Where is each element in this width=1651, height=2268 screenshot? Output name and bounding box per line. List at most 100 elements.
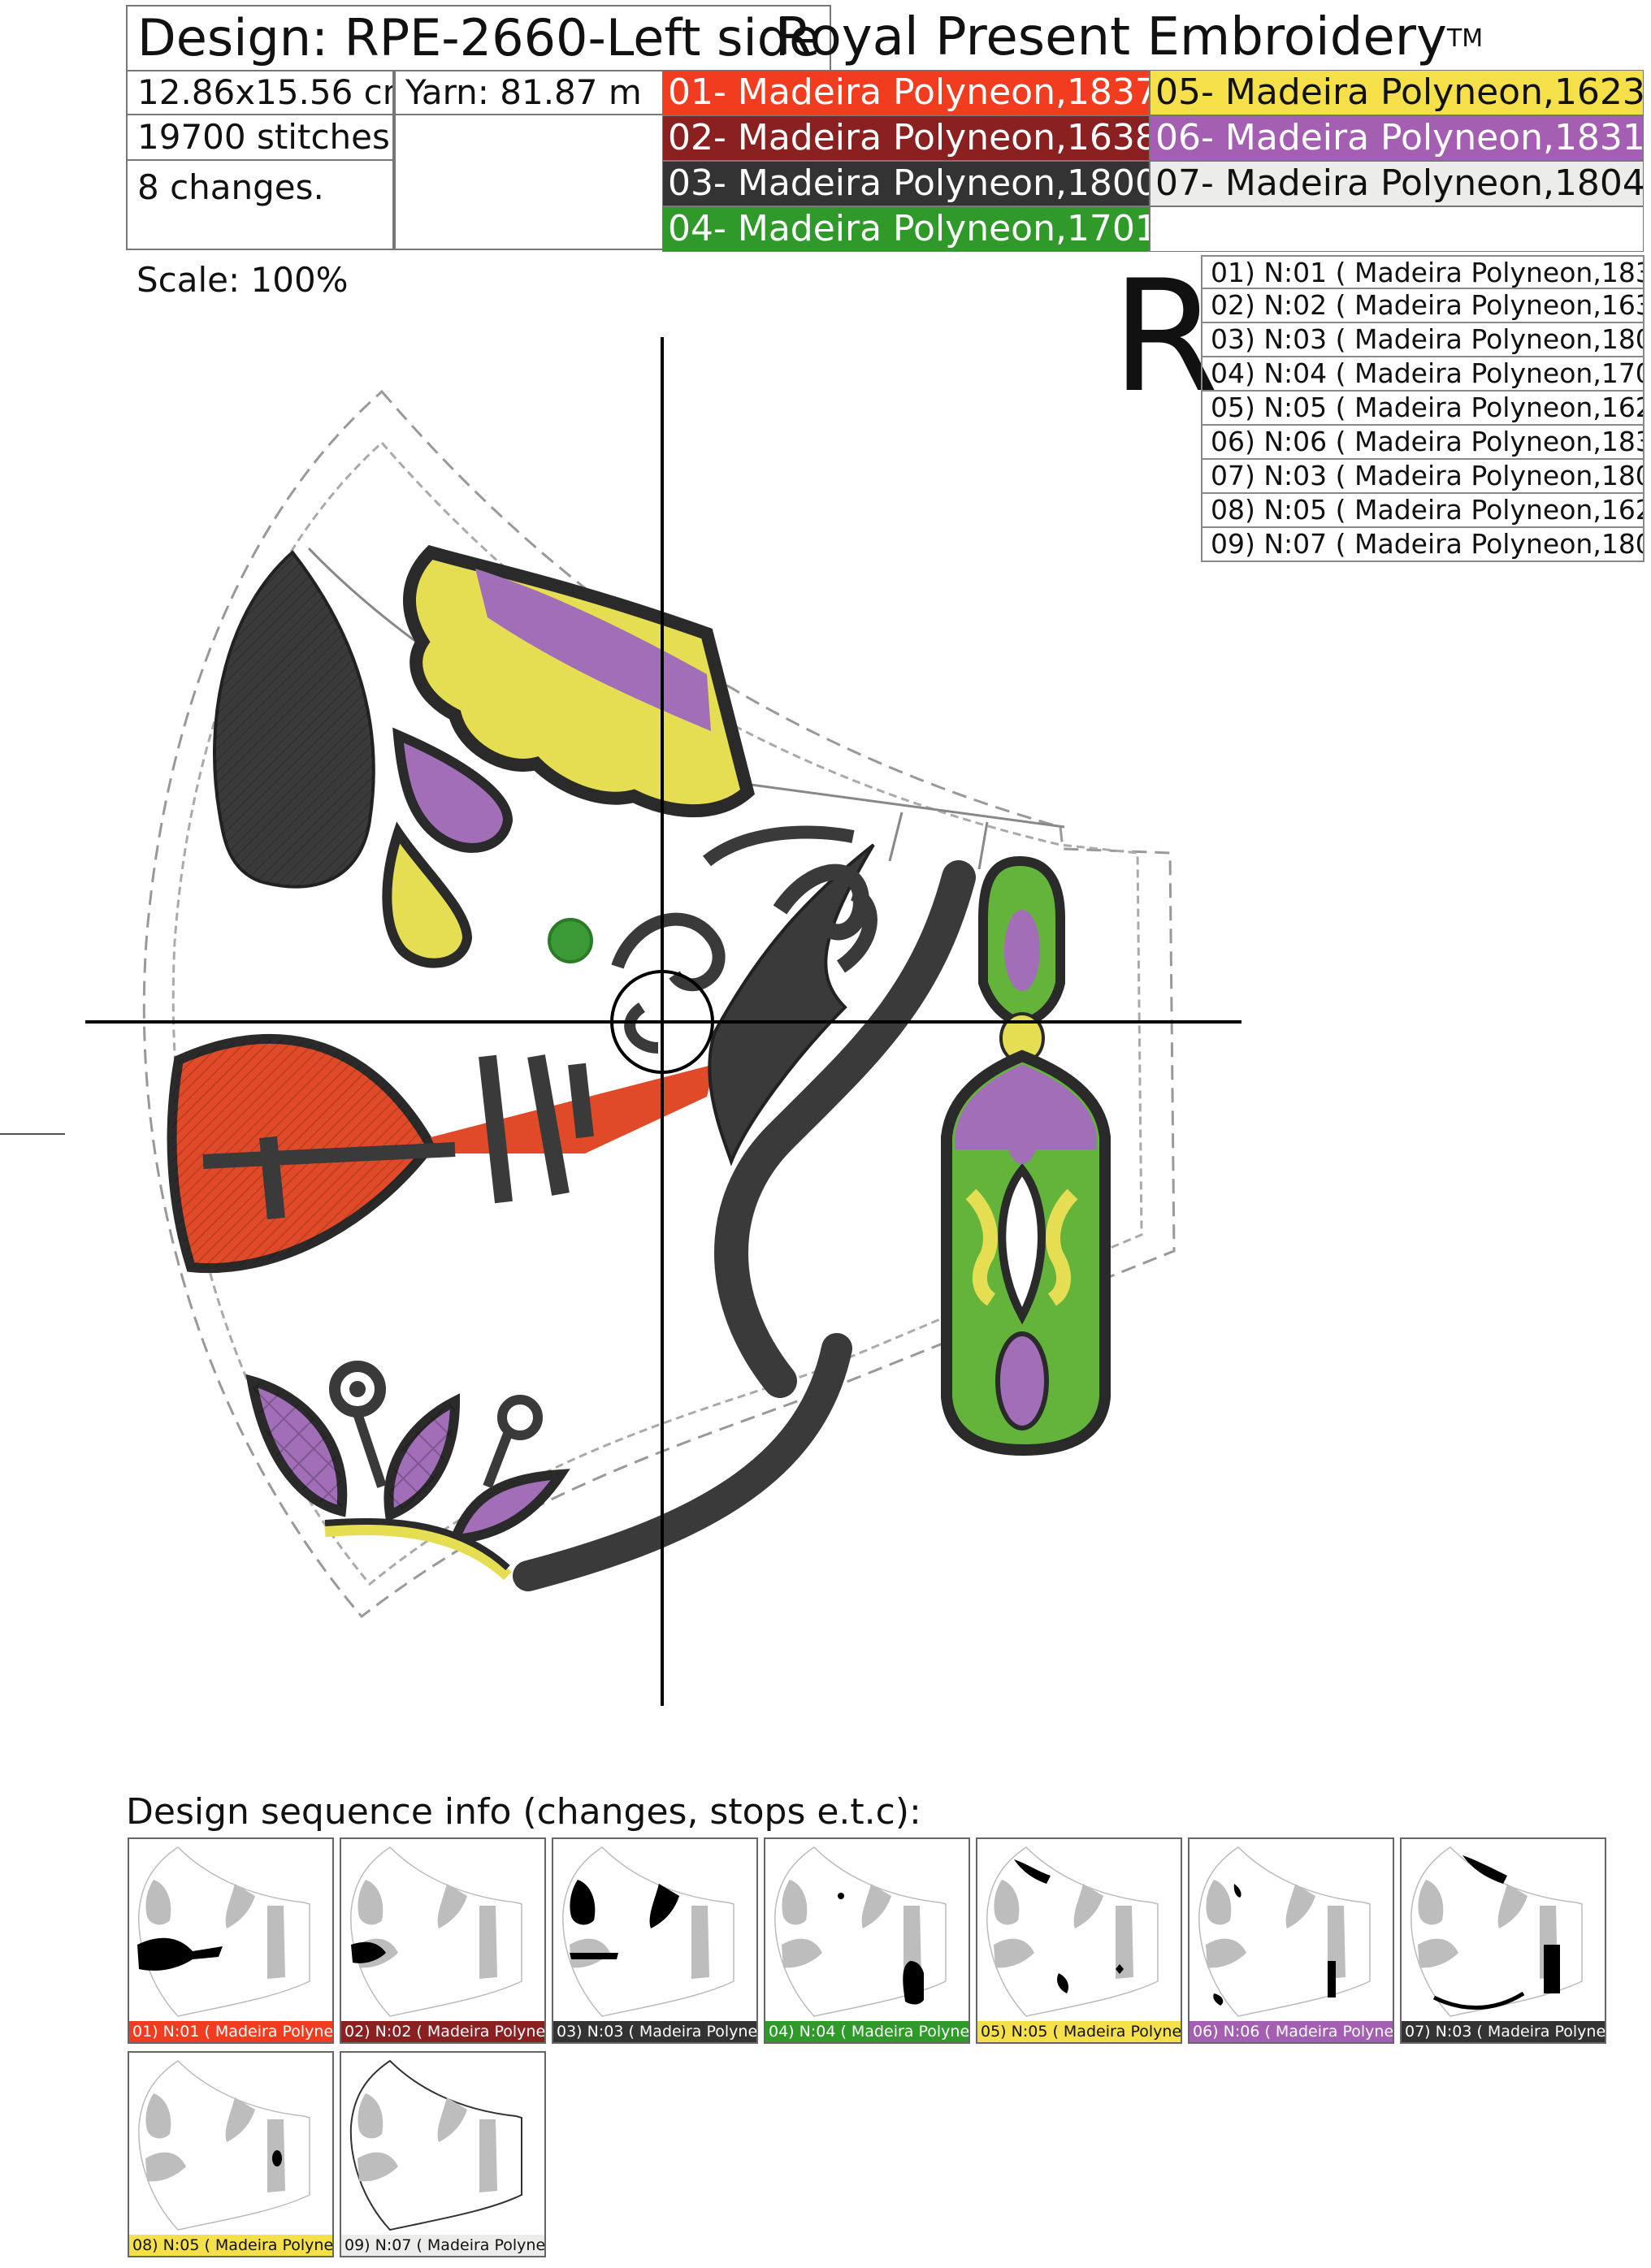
sequence-step-08: 08) N:05 ( Madeira Polyneon,1623) — [128, 2051, 334, 2257]
step-label: 04) N:04 ( Madeira Polyneon,1701) — [765, 2021, 968, 2042]
mask-silhouette — [138, 2060, 310, 2231]
step-highlight — [1432, 1991, 1525, 2010]
color-swatch-empty — [1150, 206, 1644, 252]
yarn-length: Yarn: 81.87 m — [394, 70, 670, 115]
sequence-step-06: 06) N:06 ( Madeira Polyneon,1831) — [1188, 1837, 1394, 2044]
design-element-silhouette — [437, 2097, 467, 2142]
design-element-silhouette — [358, 2152, 398, 2182]
color-changes-count: 8 changes. — [126, 161, 394, 250]
green-dot — [548, 918, 593, 963]
design-element-silhouette — [1285, 1884, 1315, 1928]
purple-band — [475, 569, 711, 731]
color-swatch-03: 03- Madeira Polyneon,1800 — [662, 161, 1150, 206]
dark-bottom-curve — [513, 1333, 852, 1591]
thread-row: 08) N:05 ( Madeira Polyneon,1623) — [1201, 494, 1644, 528]
purple-petal — [448, 1469, 570, 1545]
step-highlight — [1328, 1961, 1336, 1997]
design-element-silhouette — [861, 1884, 891, 1928]
step-preview — [349, 2059, 522, 2231]
sequence-title: Design sequence info (changes, stops e.t… — [126, 1791, 921, 1833]
color-swatch-06: 06- Madeira Polyneon,1831 — [1150, 115, 1644, 161]
design-info-table: Design: RPE-2660-Left side 12.86x15.56 c… — [126, 5, 1645, 252]
step-highlight — [1057, 1973, 1068, 1993]
step-preview — [350, 1846, 522, 2017]
purple-bead — [1004, 910, 1040, 991]
sequence-step-04: 04) N:04 ( Madeira Polyneon,1701) — [764, 1837, 970, 2044]
brand-title: Royal Present EmbroideryTM — [776, 7, 1484, 67]
step-highlight — [1233, 1884, 1242, 1898]
step-highlight — [903, 1961, 924, 2005]
step-preview — [137, 1846, 310, 2017]
design-element-silhouette — [479, 2119, 497, 2192]
sequence-step-03: 03) N:03 ( Madeira Polyneon,1800) — [552, 1837, 758, 2044]
step-highlight — [1544, 1945, 1560, 1993]
step-highlight — [1116, 1964, 1124, 1974]
step-preview — [562, 1846, 734, 2017]
design-element-silhouette — [1328, 1906, 1346, 1979]
step-preview — [138, 2060, 310, 2231]
step-highlight — [1213, 1993, 1224, 2006]
center-crosshair — [0, 337, 1242, 1706]
step-highlight — [272, 2150, 282, 2166]
yellow-teardrop — [382, 821, 473, 968]
scale-label: Scale: 100% — [136, 260, 349, 300]
design-element-silhouette — [358, 1880, 384, 1925]
sequence-step-05: 05) N:05 ( Madeira Polyneon,1623) — [976, 1837, 1182, 2044]
step-preview — [1198, 1846, 1371, 2017]
thread-row: 07) N:03 ( Madeira Polyneon,1800) — [1201, 460, 1644, 494]
step-label: 06) N:06 ( Madeira Polyneon,1831) — [1190, 2021, 1393, 2042]
design-element-silhouette — [994, 1880, 1020, 1925]
color-swatch-02: 02- Madeira Polyneon,1638 — [662, 115, 1150, 161]
step-preview — [1410, 1846, 1583, 2017]
design-element-silhouette — [225, 1884, 255, 1928]
thread-row: 09) N:07 ( Madeira Polyneon,1804) — [1201, 528, 1644, 562]
step-label: 09) N:07 ( Madeira Polyneon,1804) — [341, 2235, 544, 2256]
color-swatch-07: 07- Madeira Polyneon,1804 — [1150, 161, 1644, 206]
design-element-silhouette — [267, 1906, 285, 1979]
design-element-silhouette — [145, 2093, 171, 2139]
design-element-silhouette — [904, 1906, 921, 1979]
mask-silhouette — [349, 2059, 522, 2231]
thread-row: 05) N:05 ( Madeira Polyneon,1623) — [1201, 392, 1644, 426]
step-highlight — [838, 1893, 844, 1899]
design-element-silhouette — [1418, 1880, 1444, 1925]
design-title: Design: RPE-2660-Left side — [126, 5, 831, 70]
purple-teardrop — [392, 727, 514, 853]
step-label: 01) N:01 ( Madeira Polyneon,1837) — [129, 2021, 332, 2042]
mask-silhouette — [562, 1846, 734, 2017]
design-element-silhouette — [225, 2097, 255, 2142]
step-highlight — [1462, 1855, 1507, 1884]
thread-list: 01) N:01 ( Madeira Polyneon,1837) 02) N:… — [1201, 255, 1644, 562]
step-preview — [774, 1846, 947, 2017]
step-highlight — [351, 1941, 386, 1963]
mask-silhouette — [138, 1846, 310, 2017]
blank-cell — [394, 115, 670, 250]
mask-silhouette — [986, 1846, 1159, 2017]
stitch-count: 19700 stitches. — [126, 115, 394, 161]
design-element-silhouette — [782, 1880, 808, 1925]
sequence-step-07: 07) N:03 ( Madeira Polyneon,1800) — [1400, 1837, 1606, 2044]
design-element-silhouette — [1206, 1938, 1246, 1968]
color-swatch-04: 04- Madeira Polyneon,1701 — [662, 206, 1150, 252]
mask-silhouette — [350, 1846, 522, 2017]
design-element-silhouette — [358, 2093, 384, 2139]
design-element-silhouette — [1418, 1938, 1458, 1968]
color-swatch-01: 01- Madeira Polyneon,1837 — [662, 70, 1150, 115]
step-label: 07) N:03 ( Madeira Polyneon,1800) — [1402, 2021, 1605, 2042]
step-label: 08) N:05 ( Madeira Polyneon,1623) — [129, 2235, 332, 2256]
design-element-silhouette — [782, 1938, 822, 1968]
design-size: 12.86x15.56 cm — [126, 70, 394, 115]
design-element-silhouette — [145, 2152, 186, 2182]
thread-row: 01) N:01 ( Madeira Polyneon,1837) — [1201, 255, 1644, 289]
design-element-silhouette — [1116, 1906, 1133, 1979]
sequence-step-01: 01) N:01 ( Madeira Polyneon,1837) — [128, 1837, 334, 2044]
dark-stem — [202, 1142, 456, 1169]
design-element-silhouette — [1497, 1884, 1528, 1928]
thread-row: 06) N:06 ( Madeira Polyneon,1831) — [1201, 426, 1644, 460]
step-highlight — [649, 1884, 679, 1928]
mask-silhouette — [774, 1846, 947, 2017]
design-element-silhouette — [479, 1906, 497, 1979]
design-element-silhouette — [145, 1880, 171, 1925]
thread-row: 03) N:03 ( Madeira Polyneon,1800) — [1201, 323, 1644, 357]
embroidery-design-preview — [0, 337, 1242, 1706]
